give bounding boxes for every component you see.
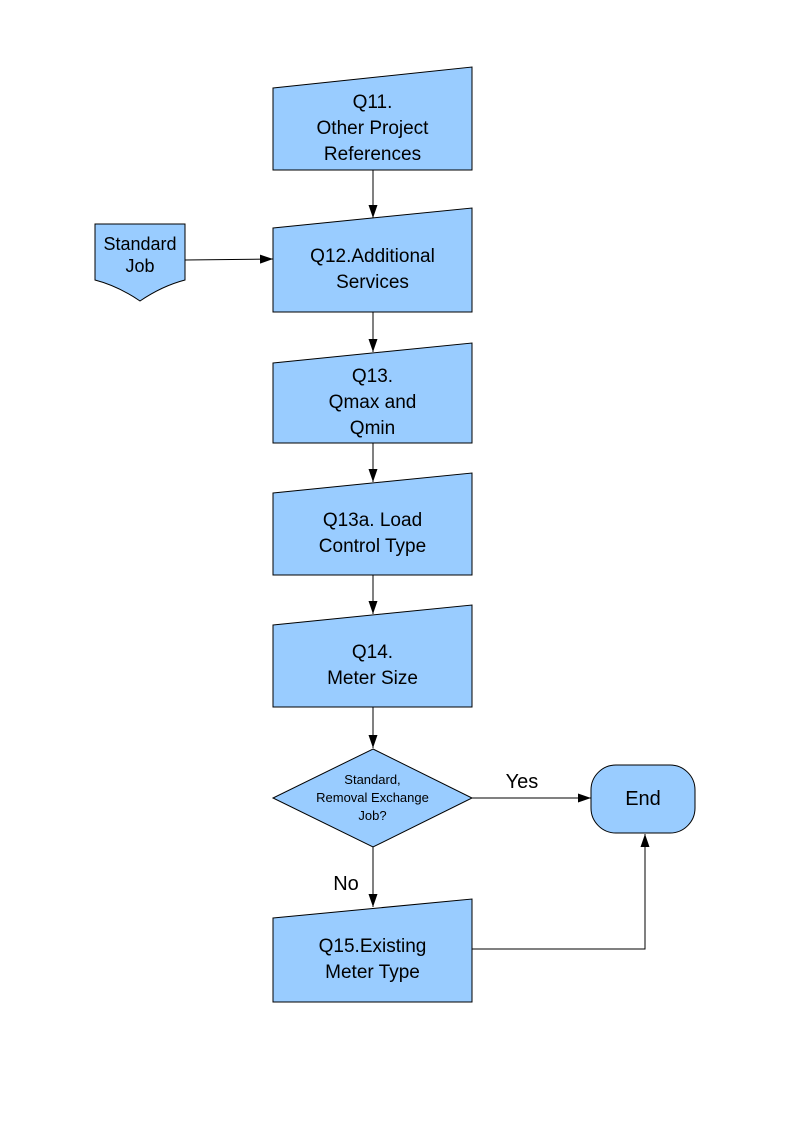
node-q12-shape bbox=[272, 207, 473, 313]
node-q14-shape bbox=[272, 604, 473, 708]
node-q11-shape bbox=[272, 66, 473, 171]
node-q13-shape bbox=[272, 342, 473, 444]
node-q13a-shape bbox=[272, 472, 473, 576]
node-end-shape bbox=[590, 764, 696, 834]
node-q15-shape bbox=[272, 898, 473, 1003]
connector-standard-job-to-q12 bbox=[184, 254, 274, 264]
connector-q15-to-end bbox=[472, 834, 650, 950]
node-standard-job-shape bbox=[94, 223, 186, 302]
node-decision-shape bbox=[271, 748, 474, 848]
